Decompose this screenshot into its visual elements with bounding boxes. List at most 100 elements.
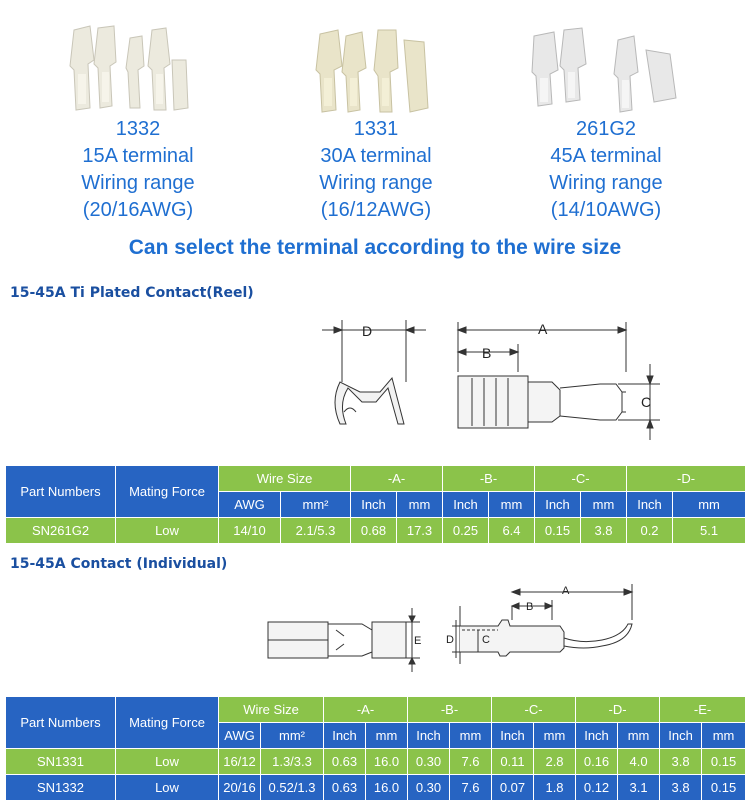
cell-d-inch: 0.2	[626, 517, 674, 544]
header-inch: Inch	[659, 722, 703, 749]
header-mm: mm	[488, 491, 535, 518]
section-title-individual: 15-45A Contact (Individual)	[10, 556, 228, 572]
section-title-reel: 15-45A Ti Plated Contact(Reel)	[10, 285, 254, 301]
cell-awg: 16/12	[218, 748, 261, 775]
reel-spec-table: Part Numbers Mating Force Wire Size -A- …	[5, 465, 747, 544]
cell-d-inch: 0.16	[575, 748, 619, 775]
header-mm: mm	[617, 722, 661, 749]
header-col-d: -D-	[626, 465, 747, 492]
header-col-a: -A-	[323, 696, 408, 723]
table-row: SN1331 Low 16/12 1.3/3.3 0.63 16.0 0.30 …	[5, 748, 747, 775]
header-mm2: mm²	[280, 491, 351, 518]
terminal-caption-1332: 1332 15A terminal Wiring range (20/16AWG…	[38, 116, 238, 224]
cell-force: Low	[115, 517, 219, 544]
header-col-c: -C-	[533, 465, 628, 492]
terminal-rating: 45A terminal	[550, 145, 662, 167]
header-part-numbers: Part Numbers	[5, 696, 116, 749]
terminal-caption-1331: 1331 30A terminal Wiring range (16/12AWG…	[276, 116, 476, 224]
cell-force: Low	[115, 774, 219, 801]
header-col-a: -A-	[350, 465, 443, 492]
terminal-wiring-range: (14/10AWG)	[550, 199, 662, 221]
terminal-part-number: 1331	[353, 118, 399, 140]
dim-label-a: A	[538, 321, 548, 337]
header-mm: mm	[701, 722, 747, 749]
cell-c-mm: 1.8	[532, 774, 577, 801]
cell-d-mm: 4.0	[617, 748, 661, 775]
dim-label-c: C	[641, 394, 651, 410]
header-col-b: -B-	[407, 696, 492, 723]
cell-b-mm: 7.6	[449, 748, 492, 775]
terminal-wiring-label: Wiring range	[319, 172, 433, 194]
header-mm: mm	[532, 722, 577, 749]
cell-force: Low	[115, 748, 219, 775]
header-mm: mm	[579, 491, 628, 518]
cell-b-mm: 7.6	[449, 774, 492, 801]
terminal-1332-photo	[69, 25, 189, 111]
cell-c-inch: 0.15	[534, 517, 581, 544]
header-wire-size: Wire Size	[218, 696, 324, 723]
cell-part: SN1332	[5, 774, 116, 801]
header-mm2: mm²	[260, 722, 324, 749]
cell-part: SN261G2	[5, 517, 116, 544]
cell-mm2: 0.52/1.3	[260, 774, 324, 801]
cell-e-mm: 0.15	[701, 774, 747, 801]
cell-a-inch: 0.68	[350, 517, 397, 544]
header-mm: mm	[365, 722, 408, 749]
header-mating-force: Mating Force	[115, 465, 219, 518]
terminal-caption-261G2: 261G2 45A terminal Wiring range (14/10AW…	[506, 116, 706, 224]
dim-label-d: D	[446, 634, 454, 646]
header-mm: mm	[672, 491, 747, 518]
cell-mm2: 1.3/3.3	[260, 748, 324, 775]
terminal-1331-photo	[315, 29, 429, 113]
terminal-part-number: 1332	[115, 118, 161, 140]
dim-label-d: D	[362, 323, 372, 339]
header-mating-force: Mating Force	[115, 696, 219, 749]
header-mm: mm	[449, 722, 492, 749]
cell-c-mm: 2.8	[532, 748, 577, 775]
terminal-rating: 30A terminal	[320, 145, 432, 167]
header-inch: Inch	[575, 722, 619, 749]
header-inch: Inch	[626, 491, 674, 518]
terminal-wiring-label: Wiring range	[81, 172, 195, 194]
cell-e-inch: 3.8	[659, 774, 703, 801]
cell-mm2: 2.1/5.3	[280, 517, 351, 544]
cell-b-inch: 0.25	[442, 517, 489, 544]
reel-contact-dimension-drawing: D A B C	[322, 320, 660, 440]
header-inch: Inch	[534, 491, 581, 518]
header-col-c: -C-	[490, 696, 577, 723]
cell-part: SN1331	[5, 748, 116, 775]
cell-d-mm: 5.1	[672, 517, 747, 544]
terminal-wiring-range: (16/12AWG)	[320, 199, 432, 221]
header-inch: Inch	[350, 491, 397, 518]
cell-e-inch: 3.8	[659, 748, 703, 775]
header-mm: mm	[396, 491, 443, 518]
header-col-b: -B-	[442, 465, 535, 492]
terminal-rating: 15A terminal	[82, 145, 194, 167]
cell-c-inch: 0.07	[491, 774, 534, 801]
table-row: SN1332 Low 20/16 0.52/1.3 0.63 16.0 0.30…	[5, 774, 747, 801]
terminal-wiring-label: Wiring range	[549, 172, 663, 194]
header-col-e: -E-	[659, 696, 747, 723]
cell-awg: 20/16	[218, 774, 261, 801]
header-awg: AWG	[218, 722, 261, 749]
header-inch: Inch	[407, 722, 450, 749]
cell-a-mm: 17.3	[396, 517, 443, 544]
cell-a-mm: 16.0	[365, 748, 408, 775]
cell-awg: 14/10	[218, 517, 281, 544]
table-row: SN261G2 Low 14/10 2.1/5.3 0.68 17.3 0.25…	[5, 517, 747, 544]
cell-a-inch: 0.63	[323, 748, 366, 775]
terminal-part-number: 261G2	[575, 118, 637, 140]
cell-b-inch: 0.30	[407, 748, 450, 775]
individual-contact-dimension-drawing: E D C A B	[267, 584, 634, 672]
dim-label-c: C	[482, 634, 490, 646]
headline: Can select the terminal according to the…	[128, 236, 622, 259]
cell-c-mm: 3.8	[579, 517, 628, 544]
header-inch: Inch	[323, 722, 366, 749]
cell-c-inch: 0.11	[491, 748, 534, 775]
cell-b-inch: 0.30	[407, 774, 450, 801]
header-part-numbers: Part Numbers	[5, 465, 116, 518]
cell-d-inch: 0.12	[575, 774, 619, 801]
dim-label-e: E	[414, 635, 421, 647]
cell-b-mm: 6.4	[488, 517, 535, 544]
header-col-d: -D-	[575, 696, 661, 723]
